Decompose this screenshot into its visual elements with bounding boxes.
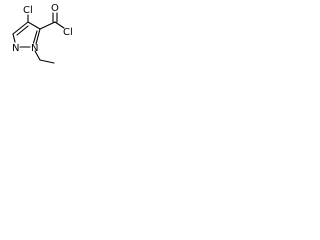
atom-label-o-carbonyl: O bbox=[51, 3, 59, 14]
bond-c3-c4 bbox=[12, 21, 29, 35]
bond-c3-c4-inner bbox=[16, 25, 29, 36]
atom-label-n-ring: N bbox=[12, 43, 19, 54]
structure-svg: Cl O Cl N N bbox=[12, 3, 73, 64]
atom-label-n-ethyl: N bbox=[31, 43, 38, 54]
bond-c5-n1 bbox=[35, 28, 41, 45]
atom-label-cl-ring: Cl bbox=[23, 5, 33, 16]
bond-c5-carbonyl bbox=[39, 21, 56, 30]
bond-carbonyl-cl bbox=[54, 21, 65, 29]
atom-label-cl-acyl: Cl bbox=[63, 27, 73, 38]
bond-n1-ch2 bbox=[34, 50, 41, 61]
chemical-structure-canvas: Cl O Cl N N bbox=[0, 0, 78, 75]
bond-n2-c3 bbox=[12, 33, 16, 43]
bond-ch2-ch3 bbox=[39, 59, 55, 64]
bond-c4-c5 bbox=[27, 21, 41, 30]
bond-c5-n1-inner bbox=[32, 30, 38, 44]
